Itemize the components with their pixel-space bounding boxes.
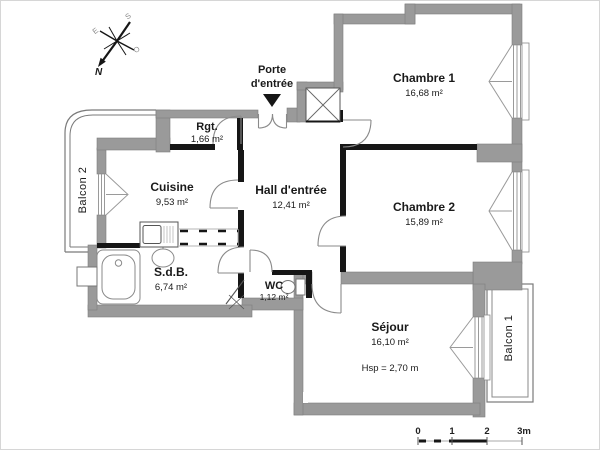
svg-text:d'entrée: d'entrée — [251, 78, 293, 90]
svg-text:S.d.B.: S.d.B. — [154, 265, 188, 279]
shaft-box — [305, 87, 341, 123]
window-sejour — [449, 314, 491, 381]
scale-tick-0: 0 — [415, 426, 420, 437]
door-sejour — [311, 283, 342, 314]
fixtures — [76, 221, 306, 305]
scale-tick-2: 2 — [484, 426, 489, 437]
compass-west-label: O — [132, 44, 142, 55]
door-entrance — [257, 113, 288, 129]
svg-text:6,74 m²: 6,74 m² — [155, 282, 187, 293]
room-label-sdb: S.d.B. 6,74 m² — [154, 265, 188, 293]
svg-text:15,89 m²: 15,89 m² — [405, 217, 443, 228]
svg-text:Cuisine: Cuisine — [150, 180, 194, 194]
compass-south-label: S — [123, 11, 132, 21]
bathtub — [96, 249, 141, 305]
svg-text:Séjour: Séjour — [371, 320, 409, 334]
svg-text:Porte: Porte — [258, 64, 286, 76]
door-chambre2 — [317, 215, 347, 247]
window-chambre2 — [488, 169, 530, 253]
door-cuisine — [209, 179, 239, 209]
door-chambre1 — [342, 119, 372, 148]
svg-text:Chambre 1: Chambre 1 — [393, 71, 455, 85]
balcony-1-outline — [486, 283, 534, 403]
exterior-walls — [87, 3, 523, 418]
svg-text:12,41 m²: 12,41 m² — [272, 200, 310, 211]
scale-tick-1: 1 — [449, 426, 455, 437]
room-label-rgt: Rgt. 1,66 m² — [191, 121, 223, 145]
svg-text:1,66 m²: 1,66 m² — [191, 134, 223, 145]
balcony-2-label: Balcon 2 — [77, 167, 89, 214]
entrance-label: Porte d'entrée — [251, 64, 293, 90]
door-wc — [249, 249, 273, 273]
room-label-sejour: Séjour 16,10 m² Hsp = 2,70 m — [362, 320, 419, 374]
svg-text:WC: WC — [265, 280, 283, 292]
room-label-chambre2: Chambre 2 15,89 m² — [393, 200, 455, 228]
room-labels: Chambre 1 16,68 m² Chambre 2 15,89 m² Ha… — [77, 64, 515, 374]
entrance-arrow-icon — [263, 94, 281, 107]
svg-text:Balcon 2: Balcon 2 — [77, 167, 89, 214]
ceiling-height-note: Hsp = 2,70 m — [362, 363, 419, 374]
room-label-chambre1: Chambre 1 16,68 m² — [393, 71, 455, 99]
room-label-hall: Hall d'entrée 12,41 m² — [255, 183, 327, 211]
compass-east-label: E — [91, 26, 100, 36]
room-label-wc: WC 1,12 m² — [260, 280, 289, 302]
room-label-cuisine: Cuisine 9,53 m² — [150, 180, 194, 208]
windows — [98, 42, 530, 381]
kitchen-sink — [139, 221, 179, 248]
balcony-2-outline — [64, 109, 156, 253]
svg-text:9,53 m²: 9,53 m² — [156, 197, 188, 208]
toilet — [280, 278, 306, 296]
scale-bar: 0 1 2 3m — [415, 426, 531, 445]
compass-rose-icon: N S E O — [91, 11, 142, 78]
compass-north-label: N — [95, 67, 103, 78]
balcony-1-label: Balcon 1 — [503, 315, 515, 362]
door-sdb — [217, 246, 245, 310]
door-rgt — [212, 115, 242, 145]
scale-tick-3: 3m — [517, 426, 531, 437]
window-chambre1 — [488, 42, 530, 121]
svg-text:Balcon 1: Balcon 1 — [503, 315, 515, 362]
kitchen-counter — [178, 228, 239, 247]
wall-notch — [303, 392, 308, 403]
svg-text:Hall d'entrée: Hall d'entrée — [255, 183, 327, 197]
svg-text:1,12 m²: 1,12 m² — [260, 292, 289, 302]
window-cuisine — [98, 173, 129, 216]
svg-text:Chambre 2: Chambre 2 — [393, 200, 455, 214]
svg-text:16,68 m²: 16,68 m² — [405, 88, 443, 99]
svg-text:16,10 m²: 16,10 m² — [371, 337, 409, 348]
svg-text:Rgt.: Rgt. — [196, 121, 217, 133]
doors — [209, 113, 372, 314]
radiator — [76, 266, 98, 287]
